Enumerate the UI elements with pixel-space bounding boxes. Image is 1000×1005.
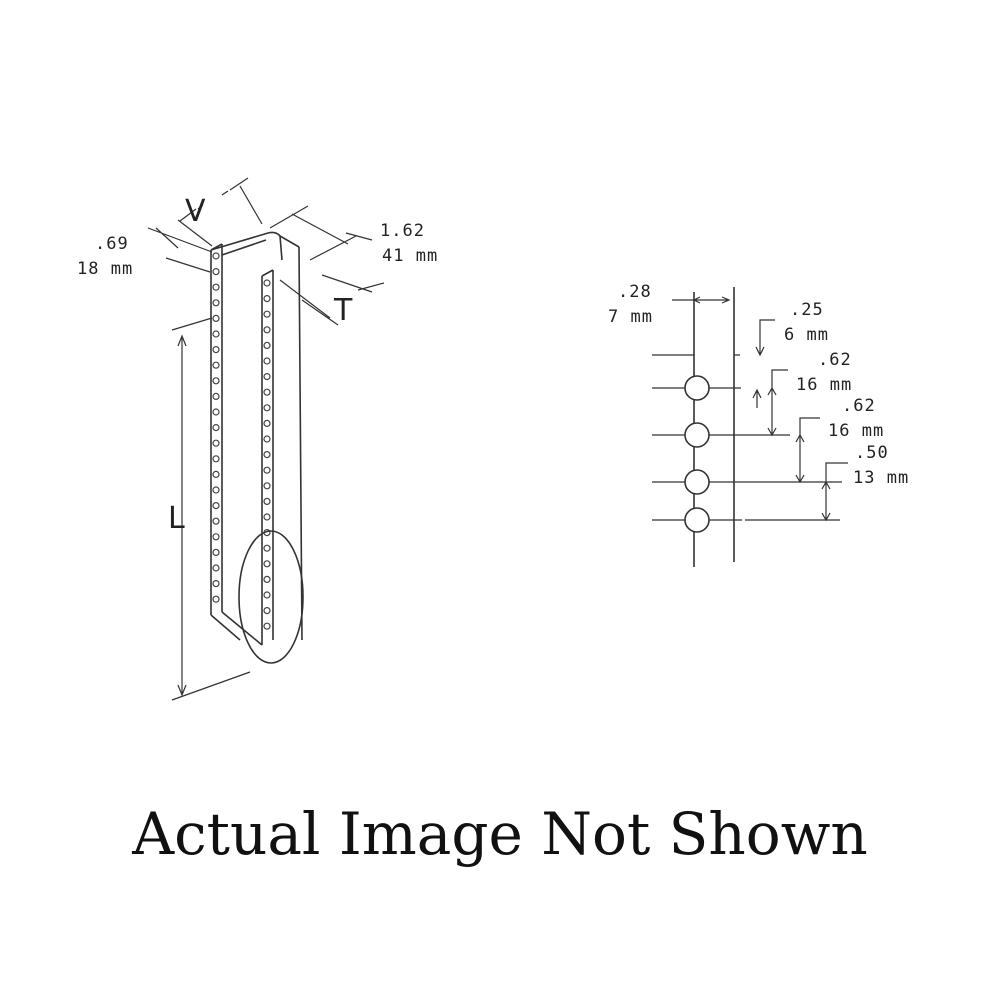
- dim-pitch-2-value: .62: [842, 396, 876, 416]
- left-flange-hole: [212, 486, 220, 494]
- right-flange-hole: [263, 388, 271, 396]
- left-flange-hole: [212, 330, 220, 338]
- left-flange-hole: [212, 455, 220, 463]
- dim-first-value: .25: [790, 300, 824, 320]
- left-flange-hole: [212, 392, 220, 400]
- dim-t: T: [279, 274, 385, 328]
- dim-last: .50 13 mm: [821, 443, 909, 522]
- label-v: V: [185, 194, 206, 229]
- right-flange-hole: [263, 419, 271, 427]
- left-flange-hole: [212, 564, 220, 572]
- detail-hole-2: [684, 422, 710, 448]
- right-flange-hole: [263, 451, 271, 459]
- right-flange-hole: [263, 310, 271, 318]
- left-flange-hole: [212, 283, 220, 291]
- right-flange-hole: [263, 482, 271, 490]
- dim-depth: .69 18 mm: [77, 227, 213, 279]
- right-flange-hole: [263, 560, 271, 568]
- dim-depth-metric: 18 mm: [77, 259, 133, 279]
- caption-actual-image-not-shown: Actual Image Not Shown: [132, 800, 868, 868]
- dim-first-metric: 6 mm: [784, 325, 829, 345]
- right-flange-hole: [263, 357, 271, 365]
- right-flange-hole: [263, 591, 271, 599]
- detail-callout-ellipse: [238, 530, 304, 664]
- dim-first: .25 6 mm: [755, 300, 829, 357]
- right-flange-hole: [263, 575, 271, 584]
- right-flange-hole: [263, 513, 271, 521]
- dim-pitch-1: .62 16 mm: [752, 350, 852, 437]
- detail-hole-4: [684, 507, 710, 533]
- right-flange-hole: [263, 497, 271, 505]
- dim-pitch-2: .62 16 mm: [795, 396, 884, 484]
- right-flange-hole: [263, 326, 271, 334]
- left-flange-hole: [212, 268, 220, 276]
- dim-pitch-2-metric: 16 mm: [828, 421, 884, 441]
- left-flange-hole: [212, 424, 220, 432]
- left-flange-hole: [212, 548, 220, 557]
- left-flange-hole: [212, 314, 220, 322]
- left-flange-hole: [212, 533, 220, 541]
- channel-top-lip: [210, 231, 300, 256]
- dim-last-metric: 13 mm: [853, 468, 909, 488]
- hole-detail-view: [652, 287, 842, 567]
- right-flange-hole: [263, 466, 271, 474]
- left-flange-hole: [212, 299, 220, 307]
- dim-edge-metric: 7 mm: [608, 307, 653, 327]
- detail-hole-centerlines: [652, 387, 842, 521]
- right-flange-hole: [263, 622, 271, 630]
- dim-edge-value: .28: [618, 282, 652, 302]
- right-flange-hole: [263, 544, 271, 552]
- right-flange-hole: [263, 279, 271, 287]
- dim-edge: .28 7 mm: [608, 282, 731, 327]
- channel-front-flange: [210, 269, 274, 646]
- right-flange-hole: [263, 435, 271, 443]
- right-flange-holes: [263, 279, 271, 630]
- dim-l: L: [168, 317, 251, 701]
- channel-back-wall: [279, 235, 303, 641]
- detail-hole-3: [684, 469, 710, 495]
- right-flange-hole: [263, 373, 271, 381]
- right-flange-hole: [263, 404, 271, 412]
- label-t: T: [333, 293, 353, 328]
- dim-pitch-1-metric: 16 mm: [796, 375, 852, 395]
- left-flange-hole: [212, 361, 220, 369]
- channel-isometric-view: [210, 231, 304, 664]
- left-flange-hole: [212, 470, 220, 478]
- label-l: L: [168, 501, 185, 536]
- right-flange-hole: [263, 341, 271, 349]
- left-flange-holes: [212, 252, 220, 603]
- left-flange-hole: [212, 517, 220, 525]
- left-flange-hole: [212, 252, 220, 260]
- right-flange-hole: [263, 606, 271, 615]
- left-flange-hole: [212, 377, 220, 385]
- detail-hole-1: [684, 375, 710, 401]
- left-flange-hole: [212, 595, 220, 603]
- dim-pitch-1-value: .62: [818, 350, 852, 370]
- dim-width: 1.62 41 mm: [269, 205, 438, 266]
- left-flange-hole: [212, 579, 220, 588]
- dim-depth-value: .69: [95, 234, 129, 254]
- dim-width-value: 1.62: [380, 221, 425, 241]
- dim-v: V: [177, 177, 263, 247]
- left-flange-hole: [212, 408, 220, 416]
- left-flange-hole: [212, 346, 220, 354]
- left-flange-hole: [212, 502, 220, 510]
- left-flange-hole: [212, 439, 220, 447]
- dim-width-metric: 41 mm: [382, 246, 438, 266]
- right-flange-hole: [263, 295, 271, 303]
- dim-last-value: .50: [855, 443, 889, 463]
